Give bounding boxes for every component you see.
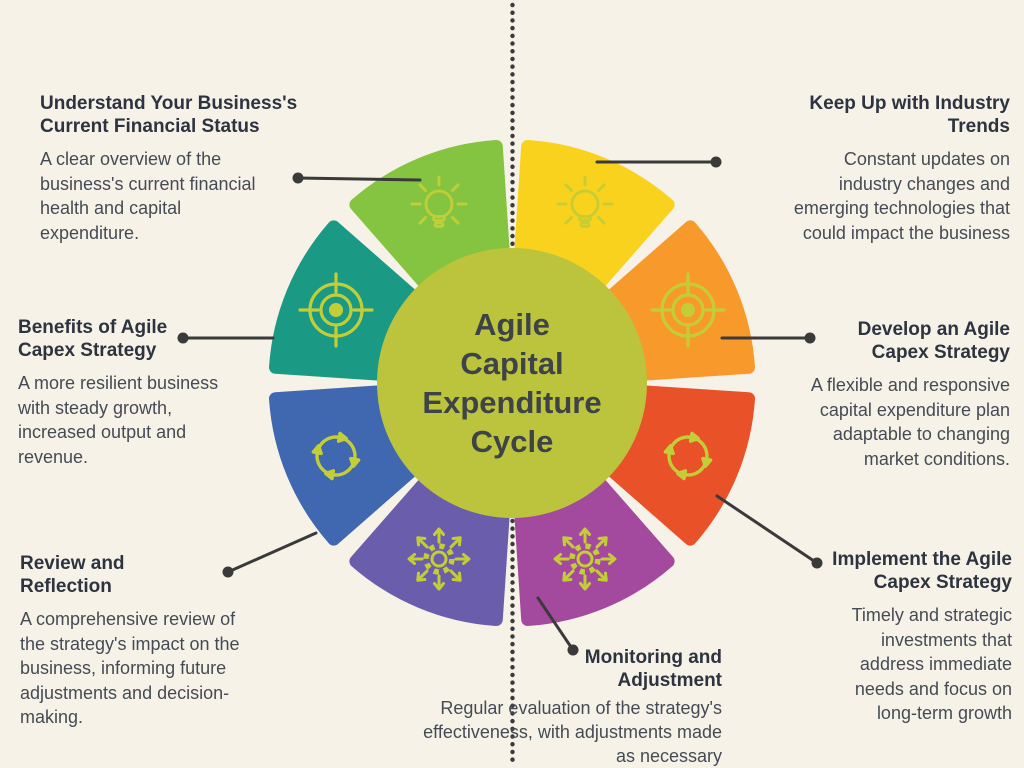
block-title: Monitoring and Adjustment xyxy=(584,647,722,691)
connector-implement xyxy=(715,494,819,565)
cycle-arrows-icon xyxy=(311,431,361,481)
connector-dots xyxy=(177,156,823,656)
block-body: A flexible and responsive capital expend… xyxy=(810,375,1010,469)
connector-review xyxy=(226,531,318,574)
lightbulb-icon xyxy=(556,175,614,228)
connector-dot xyxy=(177,332,189,344)
connector-dot xyxy=(567,644,579,656)
block-body: Timely and strategic investments that ad… xyxy=(851,605,1012,723)
center-hub-circle xyxy=(377,248,647,518)
label-block-benefits: Benefits of Agile Capex Strategy A more … xyxy=(18,316,268,469)
block-body: Constant updates on industry changes and… xyxy=(793,149,1010,243)
target-icon xyxy=(298,272,374,348)
label-block-industry-trends: Keep Up with Industry Trends Constant up… xyxy=(748,92,1010,245)
cycle-arrows-icon xyxy=(663,431,713,481)
label-block-monitoring: Monitoring and Adjustment Regular evalua… xyxy=(362,646,722,768)
connector-dot xyxy=(811,557,823,569)
connector-dot xyxy=(804,332,816,344)
block-title: Understand Your Business's Current Finan… xyxy=(40,93,298,137)
block-title: Keep Up with Industry Trends xyxy=(809,93,1010,137)
target-icon xyxy=(650,272,726,348)
connector-dot xyxy=(222,566,234,578)
lightbulb-icon xyxy=(410,175,468,228)
label-block-review: Review and Reflection A comprehensive re… xyxy=(20,552,295,730)
block-title: Benefits of Agile Capex Strategy xyxy=(18,317,168,361)
block-body: A comprehensive review of the strategy's… xyxy=(20,609,240,727)
block-title: Review and Reflection xyxy=(20,553,125,597)
block-title: Develop an Agile Capex Strategy xyxy=(857,319,1010,363)
wheel-center-title: Agile Capital Expenditure Cycle xyxy=(422,307,602,459)
block-body: A clear overview of the business's curre… xyxy=(40,149,256,243)
label-block-implement: Implement the Agile Capex Strategy Timel… xyxy=(772,548,1012,726)
connector-financial-status xyxy=(296,176,422,182)
block-body: Regular evaluation of the strategy's eff… xyxy=(423,698,722,766)
label-block-financial-status: Understand Your Business's Current Finan… xyxy=(40,92,320,245)
gear-arrows-icon xyxy=(553,527,617,591)
block-body: A more resilient business with steady gr… xyxy=(18,373,219,467)
connector-monitoring xyxy=(536,596,575,652)
gear-arrows-icon xyxy=(407,527,471,591)
connector-dot xyxy=(292,172,304,184)
connector-lines xyxy=(181,160,819,652)
connector-dot xyxy=(710,156,722,168)
block-title: Implement the Agile Capex Strategy xyxy=(832,549,1012,593)
label-block-develop: Develop an Agile Capex Strategy A flexib… xyxy=(760,318,1010,471)
